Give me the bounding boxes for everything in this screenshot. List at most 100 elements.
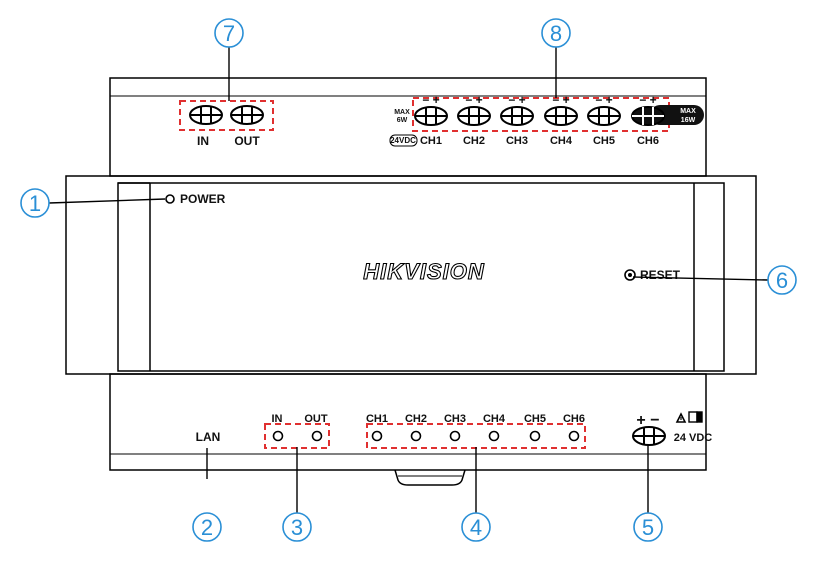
top-terminal-ch2: − + CH2 xyxy=(457,93,491,147)
callout-circle xyxy=(461,512,491,542)
bottom-channel-leds: CH1 CH2 CH3 CH4 CH5 CH6 xyxy=(366,413,585,442)
callout-circle xyxy=(633,512,663,542)
callout-8: 8 xyxy=(541,18,571,48)
top-terminal-ch6: − + CH6 xyxy=(631,93,665,147)
top-terminal-polarity: − + xyxy=(639,93,656,107)
bottom-led-label: CH3 xyxy=(444,413,466,425)
max-16w-top: MAX xyxy=(680,108,696,115)
channel-led-indicator xyxy=(488,430,500,442)
bottom-led-ch3: CH3 xyxy=(444,413,466,442)
callout-7: 7 xyxy=(214,18,244,48)
bottom-led-label: CH6 xyxy=(563,413,585,425)
terminal-screw-icon xyxy=(414,106,448,126)
bottom-led-ch5: CH5 xyxy=(524,413,546,442)
channel-led-indicator xyxy=(449,430,461,442)
top-terminal-ch5: − + CH5 xyxy=(587,93,621,147)
top-channel-terminals: − + CH1 − + CH2 − + CH3 − + CH4 − + CH5 − + CH6 xyxy=(414,93,665,147)
warning-triangle-icon xyxy=(675,412,687,423)
bottom-audio-out-label: OUT xyxy=(304,413,328,425)
callout-4: 4 xyxy=(461,512,491,542)
callout-number: 3 xyxy=(291,515,303,540)
top-terminal-label: CH4 xyxy=(550,135,573,147)
voltage-label-border xyxy=(389,134,418,147)
max-6w-top: MAX xyxy=(394,109,410,116)
callout-number: 6 xyxy=(776,268,788,293)
top-terminal-label: CH5 xyxy=(593,135,615,147)
top-power-output-terminals: MAX 6W 24VDC MAX 16W − +CH1− +CH2− +CH3−… xyxy=(389,93,704,147)
top-audio-terminals: IN OUT xyxy=(179,100,274,148)
bottom-led-label: CH1 xyxy=(366,413,388,425)
top-terminal-polarity: − + xyxy=(465,93,482,107)
bottom-panel: LAN IN OUT CH1 CH2 CH3 CH4 CH5 CH6 + − 24 VDC xyxy=(196,411,713,449)
callout-circle xyxy=(20,188,50,218)
top-terminal-polarity: − + xyxy=(552,93,569,107)
callout-circle xyxy=(282,512,312,542)
terminal-screw-icon xyxy=(457,106,491,126)
bottom-led-ch1: CH1 xyxy=(366,413,388,442)
bottom-led-label: CH2 xyxy=(405,413,427,425)
callout-leaders xyxy=(48,47,769,513)
power-input-terminal xyxy=(632,426,666,446)
terminal-screw-icon xyxy=(500,106,534,126)
callout-circle xyxy=(192,512,222,542)
callout-number: 4 xyxy=(470,515,482,540)
callout-number: 2 xyxy=(201,515,213,540)
terminal-screw-icon xyxy=(587,106,621,126)
power-input-voltage: 24 VDC xyxy=(674,432,713,444)
callout-bubbles: 1 2 3 4 5 6 7 8 xyxy=(20,18,797,542)
callout-2: 2 xyxy=(192,512,222,542)
bottom-audio-in-label: IN xyxy=(272,413,283,425)
bottom-led-ch6: CH6 xyxy=(563,413,585,442)
top-audio-out-label: OUT xyxy=(234,134,260,148)
top-audio-out-terminal xyxy=(230,105,264,125)
bottom-audio-out-led xyxy=(311,430,323,442)
power-led-label: POWER xyxy=(180,192,226,206)
top-terminal-polarity: − + xyxy=(508,93,525,107)
max-16w-bottom: 16W xyxy=(681,117,696,124)
top-terminal-polarity: − + xyxy=(595,93,612,107)
channel-led-indicator xyxy=(371,430,383,442)
bottom-led-ch2: CH2 xyxy=(405,413,427,442)
channel-led-indicator xyxy=(529,430,541,442)
bottom-audio-in-led xyxy=(272,430,284,442)
callout-circle xyxy=(767,265,797,295)
channel-led-indicator xyxy=(410,430,422,442)
top-terminal-polarity: − + xyxy=(422,93,439,107)
reset-button-inner xyxy=(628,273,632,277)
bottom-led-label: CH4 xyxy=(483,413,506,425)
terminal-screw-icon xyxy=(631,106,665,126)
device-housing xyxy=(65,77,757,486)
max-6w-bottom: 6W xyxy=(397,117,408,124)
voltage-label-24vdc: 24VDC xyxy=(390,136,416,145)
power-input-polarity: + − xyxy=(636,412,659,429)
top-terminal-ch4: − + CH4 xyxy=(544,93,578,147)
brand-logo: HIKVISION xyxy=(363,259,485,284)
reset-label: RESET xyxy=(640,268,681,282)
front-panel: POWER HIKVISION RESET xyxy=(165,192,681,285)
callout-number: 5 xyxy=(642,515,654,540)
lan-port-label: LAN xyxy=(196,430,221,444)
terminal-screw-icon xyxy=(544,106,578,126)
callout-6: 6 xyxy=(767,265,797,295)
callout-number: 1 xyxy=(29,191,41,216)
power-led-indicator xyxy=(165,194,175,204)
top-terminal-label: CH2 xyxy=(463,135,485,147)
bottom-led-label: CH5 xyxy=(524,413,546,425)
manual-book-icon xyxy=(688,411,703,423)
top-audio-in-label: IN xyxy=(197,134,209,148)
top-audio-in-terminal xyxy=(189,105,223,125)
callout-circle xyxy=(541,18,571,48)
top-terminal-label: CH3 xyxy=(506,135,528,147)
callout-3: 3 xyxy=(282,512,312,542)
channel-led-indicator xyxy=(568,430,580,442)
callout-1: 1 xyxy=(20,188,50,218)
callout-number: 8 xyxy=(550,21,562,46)
bottom-channel-highlight-box xyxy=(366,423,586,449)
top-terminal-ch1: − + CH1 xyxy=(414,93,448,147)
callout-circle xyxy=(214,18,244,48)
top-terminal-label: CH1 xyxy=(420,135,442,147)
callout-number: 7 xyxy=(223,21,235,46)
top-terminal-label: CH6 xyxy=(637,135,659,147)
top-power-highlight-box xyxy=(412,97,670,132)
